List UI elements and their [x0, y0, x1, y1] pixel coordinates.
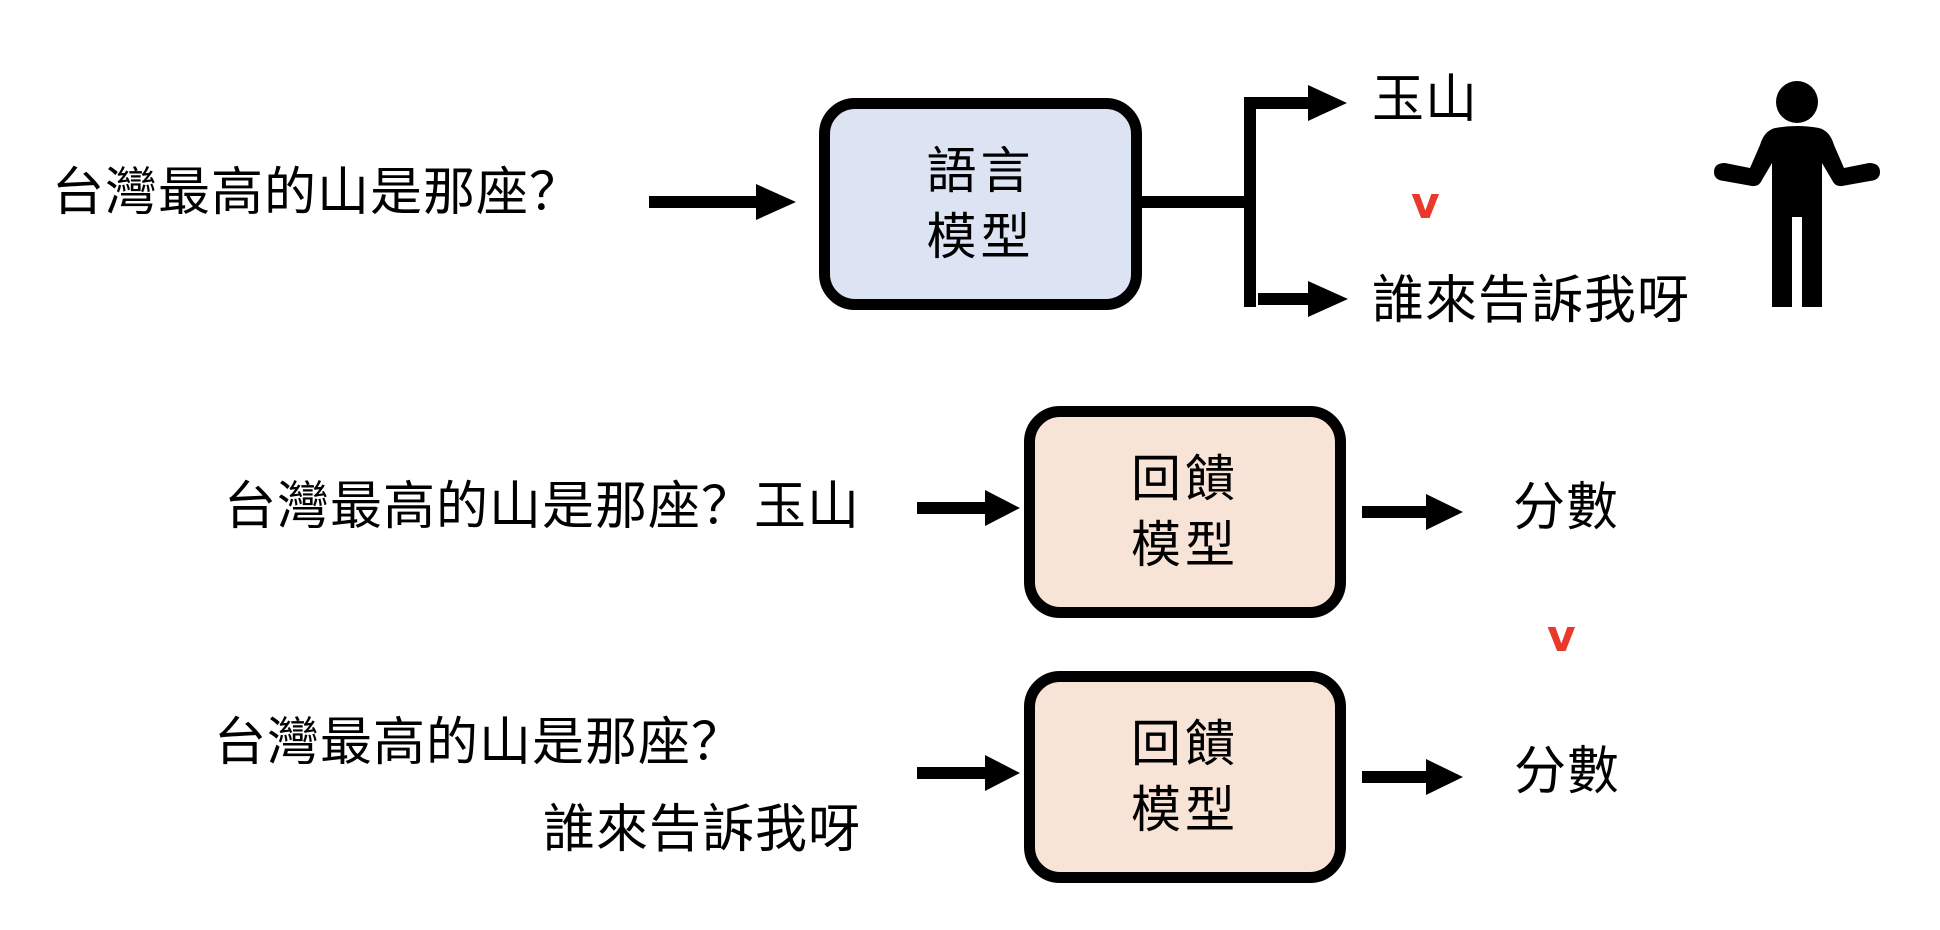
language-model-box: 語言 模型 [819, 98, 1142, 310]
arrow-input-to-reward-model-1 [917, 490, 1020, 526]
score-text-2: 分數 [1514, 742, 1621, 802]
language-model-label-line1: 語言 [926, 142, 1035, 200]
arrow-to-answer-bad [1258, 281, 1348, 317]
question-text: 台灣最高的山是那座？ [52, 163, 583, 223]
person-shrugging-icon [1714, 81, 1880, 307]
reward-model-box-2: 回饋 模型 [1024, 671, 1346, 883]
reward-model-2-label-line2: 模型 [1131, 781, 1239, 839]
arrow-reward-model-1-to-score [1362, 494, 1463, 530]
reward-model-2-label-line1: 回饋 [1131, 715, 1239, 773]
answer-good-text: 玉山 [1372, 70, 1479, 130]
arrow-reward-model-2-to-score [1362, 759, 1463, 795]
reward-model-1-label-line1: 回饋 [1131, 450, 1239, 508]
reward-input-bad-line2: 誰來告訴我呀 [543, 800, 862, 860]
reward-model-box-1: 回饋 模型 [1024, 406, 1346, 618]
arrow-question-to-language-model [649, 184, 796, 220]
language-model-label-line2: 模型 [926, 208, 1035, 266]
arrow-to-answer-good [1250, 85, 1347, 121]
reward-input-bad-line1: 台灣最高的山是那座？ [214, 713, 745, 773]
comparison-mark-scores: v [1547, 611, 1576, 662]
branch-connector [1140, 97, 1256, 307]
answer-bad-text: 誰來告訴我呀 [1372, 271, 1691, 331]
score-text-1: 分數 [1513, 478, 1620, 538]
reward-input-good-text: 台灣最高的山是那座？玉山 [224, 477, 861, 537]
arrow-input-to-reward-model-2 [917, 755, 1020, 791]
comparison-mark-answers: v [1411, 178, 1440, 229]
reward-model-1-label-line2: 模型 [1131, 516, 1239, 574]
